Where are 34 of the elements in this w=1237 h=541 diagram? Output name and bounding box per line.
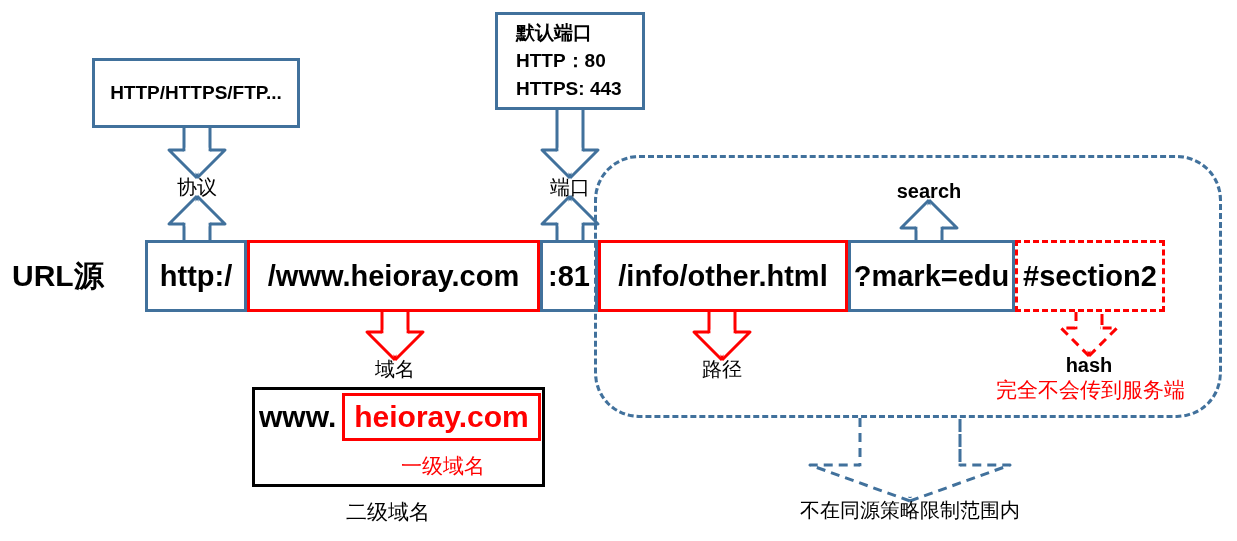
url-segment-box [540,240,598,312]
url-text: /info/other.html [618,259,828,293]
row-label: URL源 [12,258,104,294]
domain-box [252,387,545,487]
domain-text: www. [259,400,337,434]
callout-box [92,58,300,128]
callout-text: HTTPS: 443 [516,77,622,101]
caption-text: 完全不会传到服务端 [994,377,1186,403]
url-segment-box [247,240,540,312]
url-text: :81 [548,259,590,293]
node-label: 路径 [689,358,755,380]
node-label: 域名 [362,358,428,380]
callout-box [495,12,645,110]
url-text: heioray.com [354,400,529,434]
node-label: hash [1054,354,1124,376]
node-label: search [889,180,969,202]
caption-text: 一级域名 [400,453,486,479]
url-segment-box [342,393,541,441]
url-text: ?mark=edu [853,259,1010,293]
url-segment-box [598,240,848,312]
url-text: http:/ [159,259,233,293]
caption-text: 二级域名 [345,499,431,525]
node-label: 端口 [535,176,605,198]
node-label: 不在同源策略限制范围内 [760,499,1060,521]
url-segment-box [1015,240,1165,312]
callout-text: 默认端口 [516,21,592,45]
callout-text: HTTP：80 [516,49,606,73]
callout-text: HTTP/HTTPS/FTP... [110,81,282,105]
url-text: /www.heioray.com [267,259,520,293]
url-segment-box [848,240,1015,312]
url-text: #section2 [1023,259,1157,293]
node-label: 协议 [162,176,232,198]
dashed-region [594,155,1222,418]
url-segment-box [145,240,247,312]
